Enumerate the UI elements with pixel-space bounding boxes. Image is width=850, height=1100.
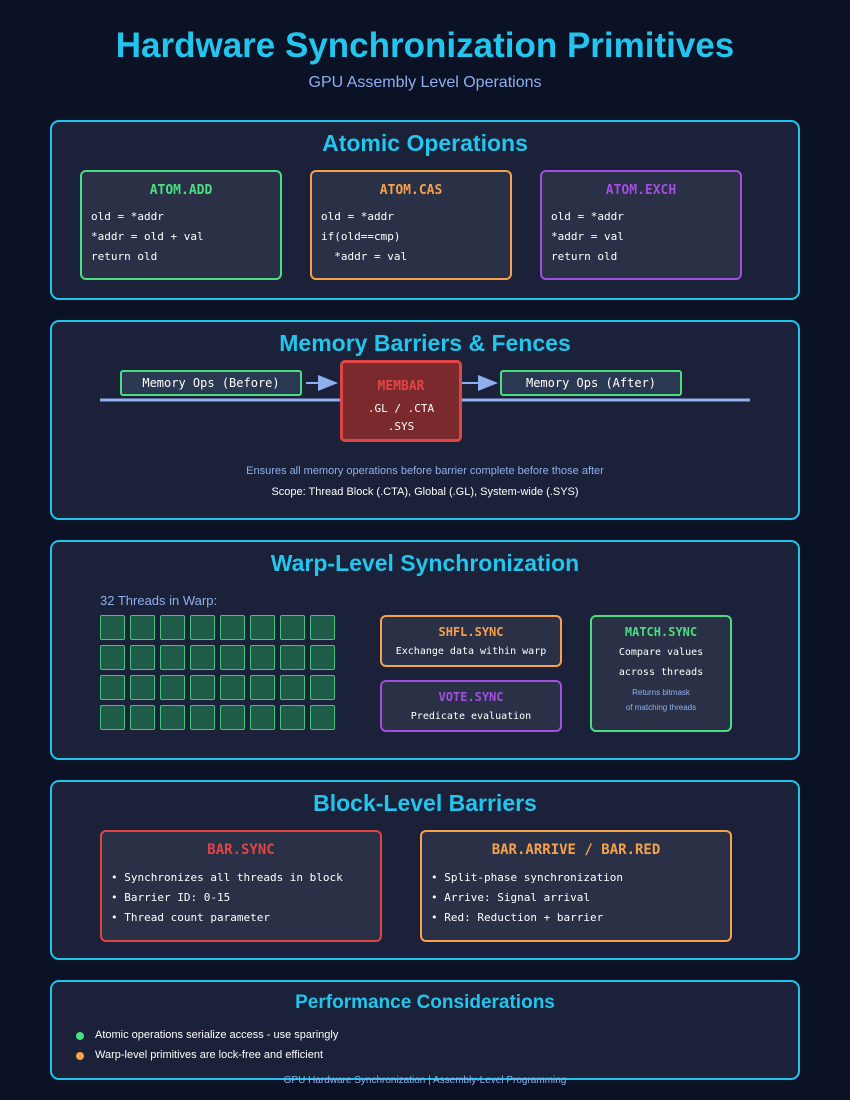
- thread-cell: [100, 645, 125, 670]
- performance-item: Atomic operations serialize access - use…: [95, 1029, 339, 1041]
- card-desc: Exchange data within warp: [395, 646, 547, 657]
- card-desc: Predicate evaluation: [410, 711, 532, 722]
- thread-cell: [130, 675, 155, 700]
- thread-cell: [130, 705, 155, 730]
- bullet-item: • Barrier ID: 0-15: [111, 891, 231, 904]
- thread-cell: [190, 675, 215, 700]
- code-line: *addr = old + val: [91, 230, 204, 243]
- thread-cell: [100, 675, 125, 700]
- thread-cell: [190, 615, 215, 640]
- thread-cell: [220, 645, 245, 670]
- thread-cell: [160, 615, 185, 640]
- memory-ops-after-box: Memory Ops (After): [500, 370, 682, 396]
- thread-cell: [250, 675, 275, 700]
- thread-cell: [280, 705, 305, 730]
- thread-cell: [100, 615, 125, 640]
- thread-cell: [310, 675, 335, 700]
- thread-cell: [220, 675, 245, 700]
- code-line: old = *addr: [91, 210, 164, 223]
- thread-cell: [310, 645, 335, 670]
- thread-cell: [220, 615, 245, 640]
- atomic-operations-section: Atomic Operations ATOM.ADD old = *addr *…: [50, 120, 800, 300]
- thread-cell: [310, 705, 335, 730]
- page-title: Hardware Synchronization Primitives: [115, 26, 735, 65]
- thread-cell: [250, 645, 275, 670]
- bullet-item: • Arrive: Signal arrival: [431, 891, 590, 904]
- page-subtitle: GPU Assembly Level Operations: [308, 74, 542, 91]
- barrier-scope-text: Scope: Thread Block (.CTA), Global (.GL)…: [271, 486, 579, 498]
- card-title: SHFL.SYNC: [438, 625, 504, 639]
- memory-ops-before-box: Memory Ops (Before): [120, 370, 302, 396]
- membar-scope-line: .GL / .CTA: [367, 402, 435, 415]
- membar-scope-line: .SYS: [387, 420, 415, 433]
- bullet-item: • Red: Reduction + barrier: [431, 911, 604, 924]
- thread-cell: [250, 705, 275, 730]
- code-line: old = *addr: [551, 210, 624, 223]
- vote-sync-card: VOTE.SYNC Predicate evaluation: [380, 680, 562, 732]
- barrier-note: Ensures all memory operations before bar…: [246, 465, 604, 477]
- threads-label: 32 Threads in Warp:: [100, 593, 218, 608]
- shfl-sync-card: SHFL.SYNC Exchange data within warp: [380, 615, 562, 667]
- thread-cell: [220, 705, 245, 730]
- performance-item: Warp-level primitives are lock-free and …: [95, 1049, 324, 1061]
- section-title: Memory Barriers & Fences: [279, 330, 571, 356]
- card-desc: Compare values: [618, 647, 704, 658]
- thread-cell: [130, 615, 155, 640]
- atom-add-card: ATOM.ADD old = *addr *addr = old + val r…: [80, 170, 282, 280]
- code-line: *addr = val: [551, 230, 624, 243]
- bullet-item: • Synchronizes all threads in block: [111, 871, 343, 884]
- bullet-dot-orange: [76, 1052, 84, 1060]
- thread-cell: [280, 645, 305, 670]
- match-sync-card: MATCH.SYNC Compare values across threads…: [590, 615, 732, 732]
- code-line: return old: [551, 250, 618, 263]
- performance-section: Performance Considerations Atomic operat…: [50, 980, 800, 1080]
- card-desc: across threads: [618, 667, 704, 678]
- thread-cell: [280, 675, 305, 700]
- bar-sync-card: BAR.SYNC • Synchronizes all threads in b…: [100, 830, 382, 942]
- block-barriers-section: Block-Level Barriers BAR.SYNC • Synchron…: [50, 780, 800, 960]
- card-title: BAR.SYNC: [207, 842, 275, 858]
- atom-exch-card: ATOM.EXCH old = *addr *addr = val return…: [540, 170, 742, 280]
- membar-title: MEMBAR: [377, 379, 425, 394]
- thread-cell: [130, 645, 155, 670]
- code-line: *addr = val: [321, 250, 408, 263]
- thread-cell: [250, 615, 275, 640]
- bullet-item: • Split-phase synchronization: [431, 871, 624, 884]
- membar-box: MEMBAR .GL / .CTA .SYS: [340, 360, 462, 442]
- thread-grid: [100, 615, 340, 735]
- atom-cas-card: ATOM.CAS old = *addr if(old==cmp) *addr …: [310, 170, 512, 280]
- bar-arrive-card: BAR.ARRIVE / BAR.RED • Split-phase synch…: [420, 830, 732, 942]
- card-title: MATCH.SYNC: [624, 625, 698, 639]
- card-title: ATOM.ADD: [149, 183, 213, 198]
- thread-cell: [160, 675, 185, 700]
- bullet-item: • Thread count parameter: [111, 911, 270, 924]
- code-line: if(old==cmp): [321, 230, 401, 243]
- section-title: Block-Level Barriers: [313, 790, 537, 816]
- card-note: of matching threads: [625, 703, 697, 712]
- bullet-dot-green: [76, 1032, 84, 1040]
- section-title: Warp-Level Synchronization: [270, 550, 580, 576]
- code-line: return old: [91, 250, 158, 263]
- card-title: BAR.ARRIVE / BAR.RED: [491, 842, 661, 858]
- thread-cell: [190, 705, 215, 730]
- thread-cell: [100, 705, 125, 730]
- card-note: Returns bitmask: [632, 688, 690, 697]
- card-title: ATOM.EXCH: [605, 183, 677, 198]
- card-title: VOTE.SYNC: [438, 690, 504, 704]
- code-line: old = *addr: [321, 210, 394, 223]
- thread-cell: [190, 645, 215, 670]
- memory-barriers-section: Memory Barriers & Fences Memory Ops (Bef…: [50, 320, 800, 520]
- thread-cell: [310, 615, 335, 640]
- thread-cell: [160, 705, 185, 730]
- thread-cell: [160, 645, 185, 670]
- section-title: Atomic Operations: [322, 130, 528, 156]
- warp-sync-section: Warp-Level Synchronization 32 Threads in…: [50, 540, 800, 760]
- thread-cell: [280, 615, 305, 640]
- section-title: Performance Considerations: [295, 992, 555, 1013]
- card-title: ATOM.CAS: [379, 183, 443, 198]
- footer-text: GPU Hardware Synchronization | Assembly-…: [283, 1075, 567, 1086]
